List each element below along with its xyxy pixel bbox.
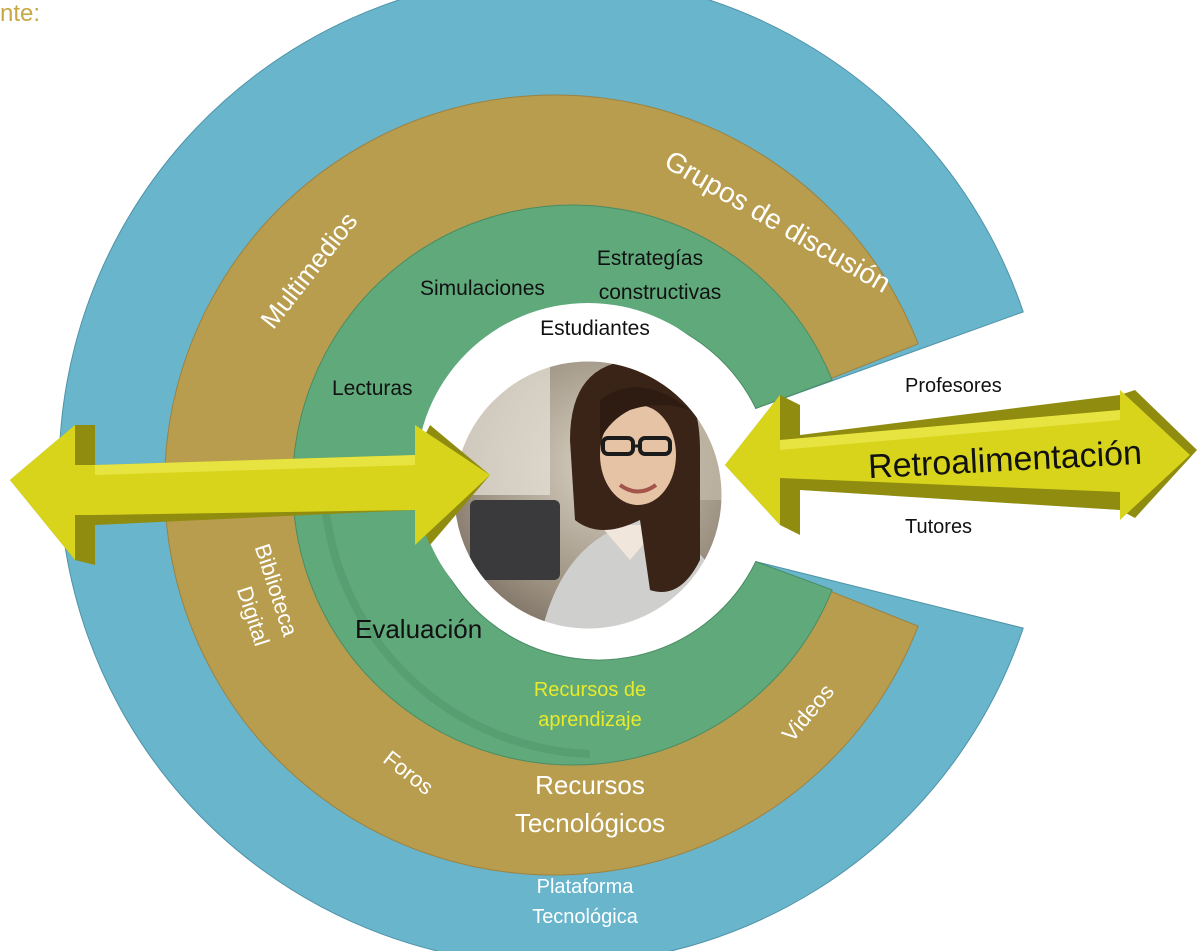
label-recursos-tecnologicos-1: Recursos	[535, 770, 645, 800]
header-fragment: nte:	[0, 0, 41, 27]
label-estrategias-2: constructivas	[598, 281, 722, 304]
left-double-arrow-icon	[10, 425, 490, 565]
label-tutores: Tutores	[905, 516, 973, 538]
label-simulaciones: Simulaciones	[420, 277, 545, 300]
label-evaluacion: Evaluación	[355, 614, 483, 644]
label-lecturas: Lecturas	[332, 377, 413, 400]
label-plataforma-1: Plataforma	[536, 876, 634, 898]
label-estrategias-1: Estrategías	[596, 247, 704, 270]
label-recursos-aprendizaje-1: Recursos de	[533, 679, 647, 701]
label-recursos-aprendizaje-2: aprendizaje	[538, 709, 642, 731]
label-recursos-tecnologicos-2: Tecnológicos	[514, 808, 666, 838]
right-double-arrow-icon	[725, 390, 1197, 535]
label-estudiantes: Estudiantes	[540, 317, 650, 340]
label-plataforma-2: Tecnológica	[532, 906, 638, 928]
label-profesores: Profesores	[905, 375, 1002, 397]
